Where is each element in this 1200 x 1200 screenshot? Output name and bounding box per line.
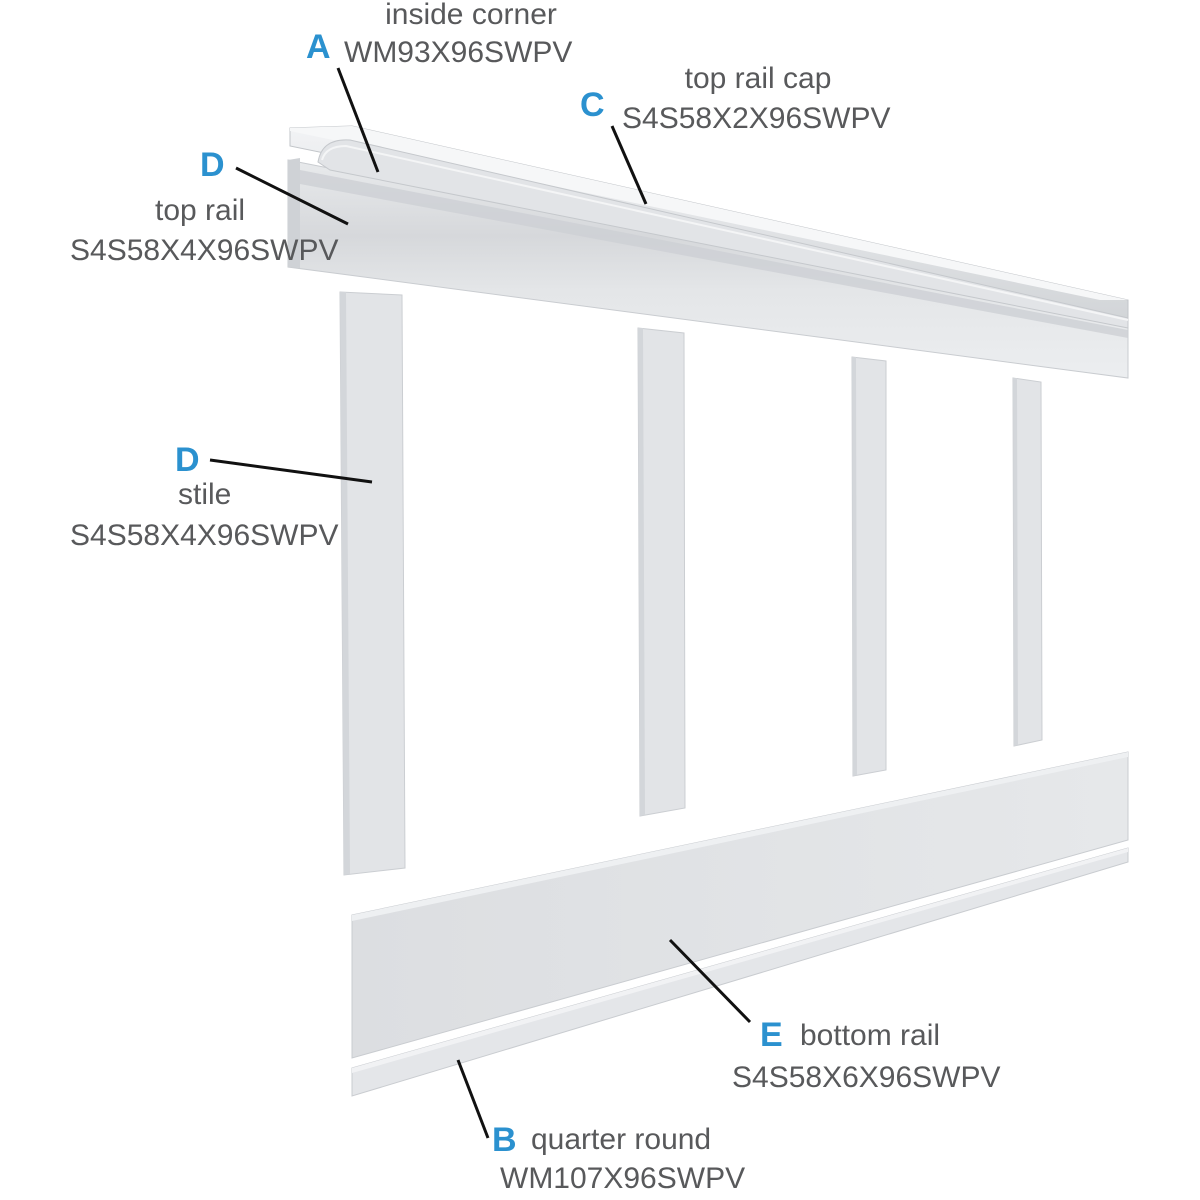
top-rail-cap-name: top rail cap — [684, 62, 832, 95]
leader-lines — [209, 67, 752, 1139]
stile-board-4 — [1012, 377, 1043, 747]
top-rail-code: S4S58X4X96SWPV — [70, 234, 339, 267]
inside-corner-name: inside corner — [385, 0, 557, 31]
quarter-round-molding — [351, 847, 1129, 1097]
bottom-rail-board — [351, 751, 1129, 1059]
inside-corner-molding — [317, 139, 1129, 329]
stile-code: S4S58X4X96SWPV — [70, 519, 339, 552]
leader-top-rail-cap — [610, 125, 648, 205]
leader-bottom-rail — [668, 938, 752, 1024]
inside-corner-code: WM93X96SWPV — [344, 36, 573, 69]
stile-letter: D — [175, 441, 200, 479]
stile-board-2 — [637, 327, 686, 817]
leader-inside-corner — [336, 67, 380, 173]
top-rail-letter: D — [200, 146, 225, 184]
top-rail-cap-code: S4S58X2X96SWPV — [622, 102, 891, 135]
quarter-round-code: WM107X96SWPV — [500, 1162, 746, 1195]
quarter-round-letter: B — [492, 1121, 517, 1159]
stile-name: stile — [178, 478, 232, 511]
top-rail-name: top rail — [155, 194, 246, 227]
leader-quarter-round — [456, 1059, 490, 1139]
bottom-rail-letter: E — [760, 1016, 783, 1054]
bottom-rail-code: S4S58X6X96SWPV — [732, 1061, 1001, 1094]
stile-board-3 — [851, 356, 887, 777]
quarter-round-name: quarter round — [531, 1123, 712, 1156]
top-rail-cap-letter: C — [580, 86, 605, 124]
leader-stile — [209, 458, 373, 484]
inside-corner-letter: A — [306, 28, 331, 66]
bottom-rail-name: bottom rail — [800, 1019, 941, 1052]
stile-board-1 — [339, 291, 406, 876]
leader-top-rail — [235, 166, 349, 226]
top-rail-board — [287, 158, 1129, 379]
